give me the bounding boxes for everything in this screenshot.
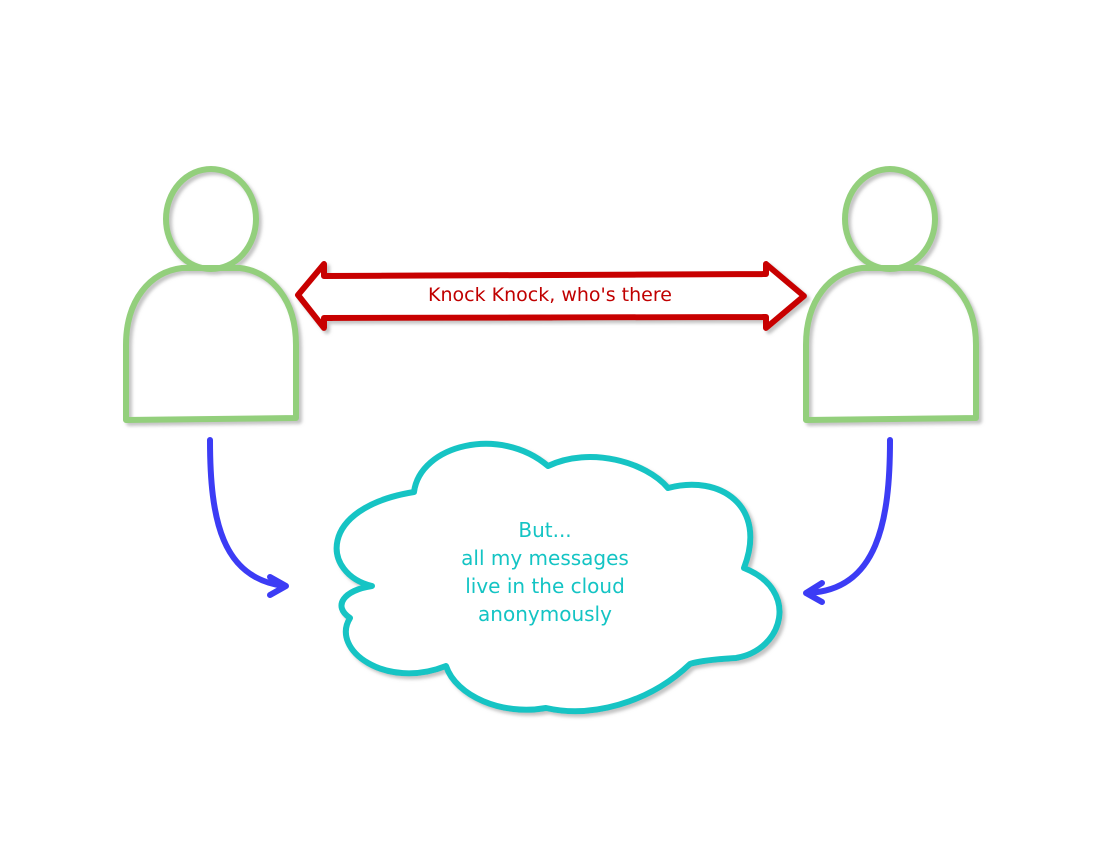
left-curved-arrow-shaft (207, 437, 287, 589)
cloud-text-line: anonymously (478, 602, 612, 626)
left-curved-arrow-head (267, 574, 289, 598)
right-person-head (842, 166, 938, 272)
double-arrow-label: Knock Knock, who's there (428, 284, 672, 306)
cloud-text-line: But... (518, 518, 572, 542)
left-person-head (163, 166, 259, 272)
cloud-text-line: all my messages (461, 546, 629, 570)
left-person-icon (123, 166, 299, 423)
double-arrow (295, 261, 807, 331)
right-curved-arrow-head (803, 580, 825, 605)
left-person-body (123, 265, 299, 423)
left-curved-arrow (207, 437, 289, 598)
right-person-body (803, 265, 979, 423)
cloud-text-line: live in the cloud (465, 574, 625, 598)
cloud-shape (333, 440, 783, 715)
right-person-icon (803, 166, 979, 423)
cloud-text: But... all my messages live in the cloud… (420, 516, 670, 628)
right-curved-arrow (803, 437, 893, 605)
right-curved-arrow-shaft (805, 437, 893, 596)
